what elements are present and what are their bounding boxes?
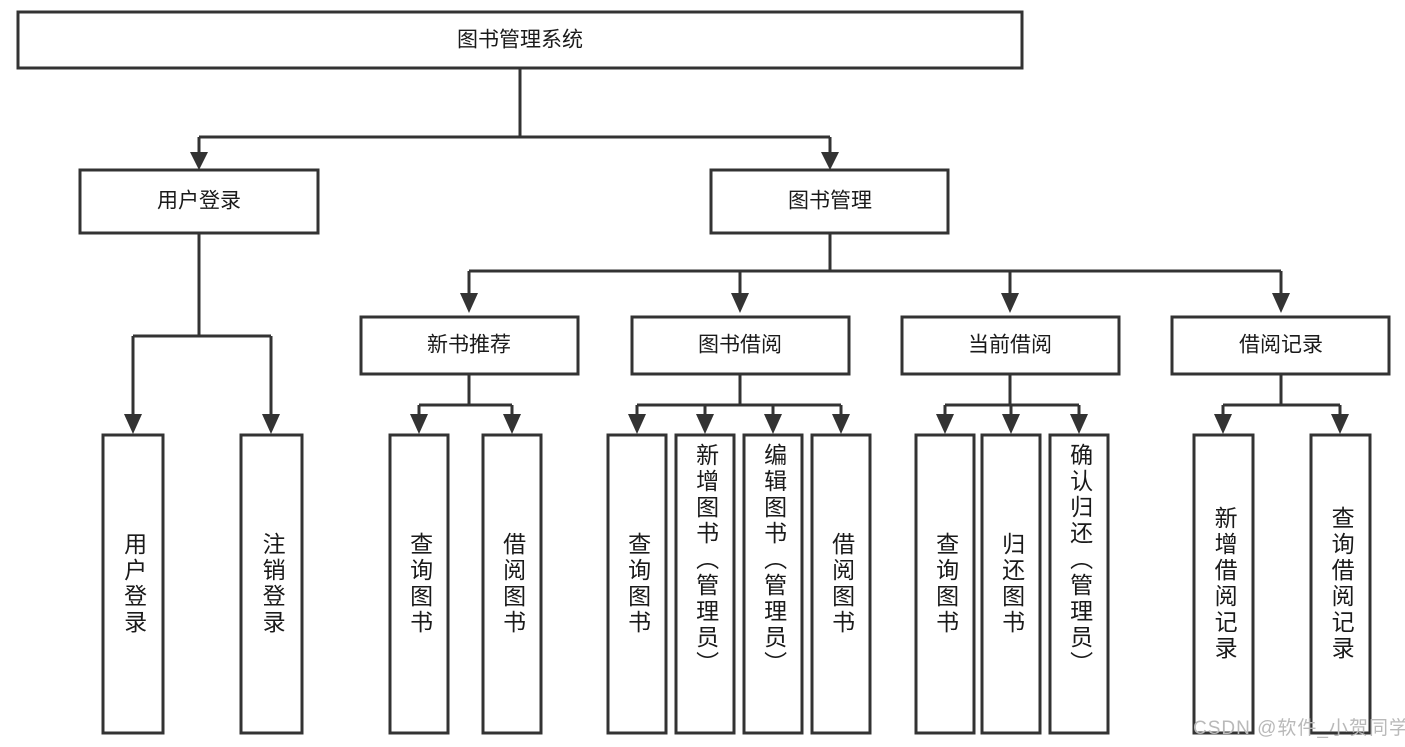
node-leaf-book-borrow-query[interactable] — [606, 433, 668, 735]
arrowhead-current-borrow — [1001, 293, 1019, 313]
node-layer: 图书管理系统 用户登录 图书管理 新书推荐 图书借阅 当前借阅 借阅记录 — [16, 10, 1391, 735]
connector-layer — [124, 68, 1349, 434]
node-leaf-current-borrow-return[interactable] — [980, 433, 1042, 735]
arrowhead-leaf-book-borrow-2 — [696, 414, 714, 434]
node-label-book-management-system: 图书管理系统 — [457, 29, 583, 52]
arrowhead-leaf-user-login-2 — [262, 414, 280, 434]
arrowhead-leaf-current-borrow-3 — [1070, 414, 1088, 434]
node-leaf-current-borrow-confirm[interactable] — [1048, 433, 1110, 735]
node-label-new-book-recommend: 新书推荐 — [427, 334, 511, 357]
arrowhead-leaf-borrow-record-1 — [1214, 414, 1232, 434]
node-label-book-management: 图书管理 — [788, 190, 872, 213]
arrowhead-user-login — [190, 152, 208, 170]
arrowhead-leaf-borrow-record-2 — [1331, 414, 1349, 434]
node-leaf-current-borrow-query[interactable] — [914, 433, 976, 735]
node-label-current-borrow: 当前借阅 — [968, 334, 1052, 357]
arrowhead-book-borrow — [731, 293, 749, 313]
node-new-book-recommend[interactable] — [359, 315, 580, 376]
node-borrow-record[interactable] — [1170, 315, 1391, 376]
node-leaf-book-borrow-lend[interactable] — [810, 433, 872, 735]
arrowhead-leaf-book-borrow-1 — [628, 414, 646, 434]
node-label-borrow-record: 借阅记录 — [1239, 334, 1323, 357]
node-leaf-book-borrow-edit[interactable] — [742, 433, 804, 735]
node-current-borrow[interactable] — [900, 315, 1121, 376]
arrowhead-leaf-new-book-1 — [410, 414, 428, 434]
node-leaf-borrow-record-add[interactable] — [1192, 433, 1255, 735]
node-leaf-user-login-login[interactable] — [101, 433, 165, 735]
node-label-user-login: 用户登录 — [157, 190, 241, 213]
node-leaf-user-login-logout[interactable] — [239, 433, 304, 735]
node-book-borrow[interactable] — [630, 315, 851, 376]
node-leaf-new-book-query[interactable] — [388, 433, 450, 735]
arrowhead-leaf-book-borrow-4 — [832, 414, 850, 434]
arrowhead-leaf-book-borrow-3 — [764, 414, 782, 434]
arrowhead-leaf-current-borrow-2 — [1002, 414, 1020, 434]
node-book-management-system[interactable] — [16, 10, 1024, 70]
arrowhead-leaf-user-login-1 — [124, 414, 142, 434]
node-leaf-new-book-borrow[interactable] — [481, 433, 543, 735]
arrowhead-borrow-record — [1272, 293, 1290, 313]
node-leaf-book-borrow-add[interactable] — [674, 433, 736, 735]
arrowhead-book-manage — [821, 152, 839, 170]
arrowhead-leaf-current-borrow-1 — [936, 414, 954, 434]
arrowhead-new-book — [460, 293, 478, 313]
arrowhead-leaf-new-book-2 — [503, 414, 521, 434]
node-leaf-borrow-record-query[interactable] — [1309, 433, 1372, 735]
node-user-login[interactable] — [78, 168, 320, 235]
node-book-management[interactable] — [709, 168, 950, 235]
node-label-book-borrow: 图书借阅 — [698, 334, 782, 357]
